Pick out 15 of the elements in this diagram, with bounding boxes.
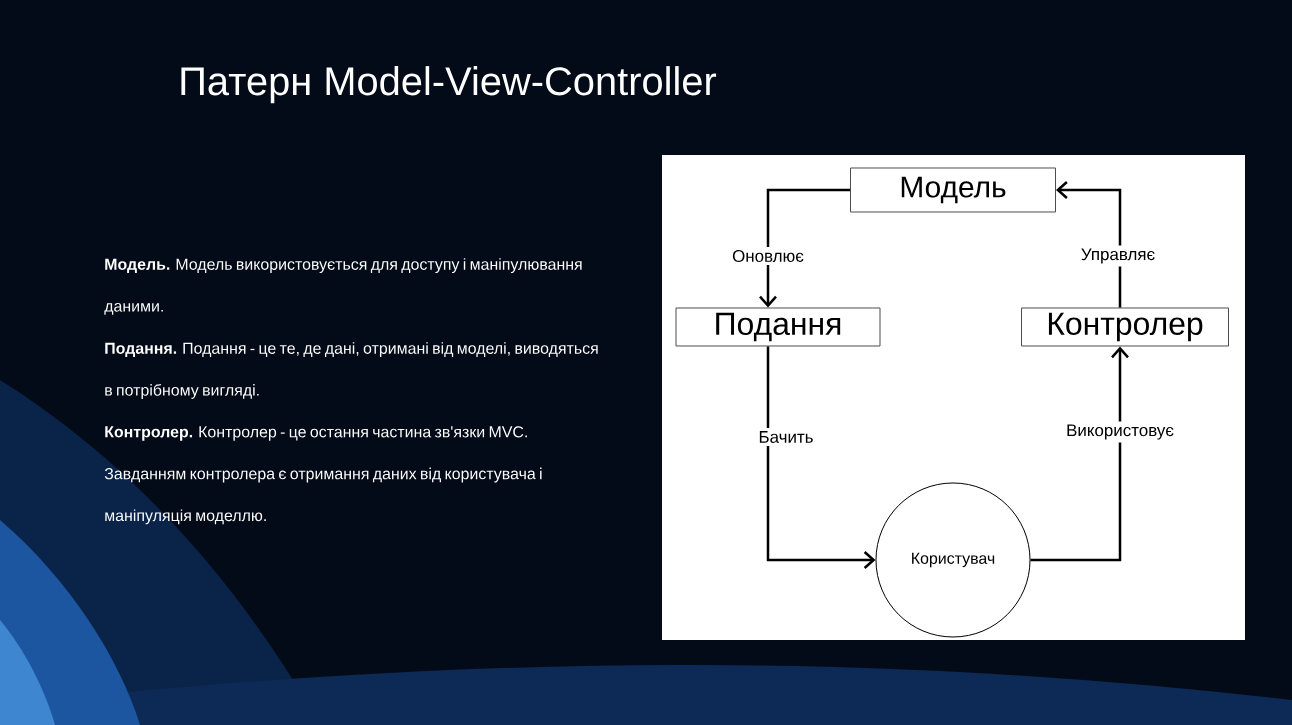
paragraph: Контролер. Контролер - це остання частина зв'язки MVC. Завданням контролера є отримання даних від користувача і маніпуляція моделлю.	[104, 426, 542, 525]
component-box: Подання	[675, 307, 881, 347]
component-box: Модель	[850, 167, 1056, 213]
arrow	[1030, 346, 1129, 562]
arrow	[1056, 181, 1122, 308]
edge-label: Управляє	[1077, 245, 1159, 267]
edge-label: Бачить	[755, 428, 817, 446]
arrow	[759, 188, 850, 308]
edge-label: Використовує	[1063, 421, 1177, 443]
arrow	[766, 346, 876, 569]
paragraph: Модель. Модель використовується для доступу і маніпулювання даними.	[104, 258, 582, 315]
slide-title: Патерн Model-View-Controller	[181, 66, 717, 104]
edge-label: Оновлює	[729, 247, 807, 265]
component-box: Контролер	[1021, 307, 1229, 347]
paragraph: Подання. Подання - це те, де дані, отримані від моделі, виводяться в потрібному вигляді.	[105, 342, 598, 399]
